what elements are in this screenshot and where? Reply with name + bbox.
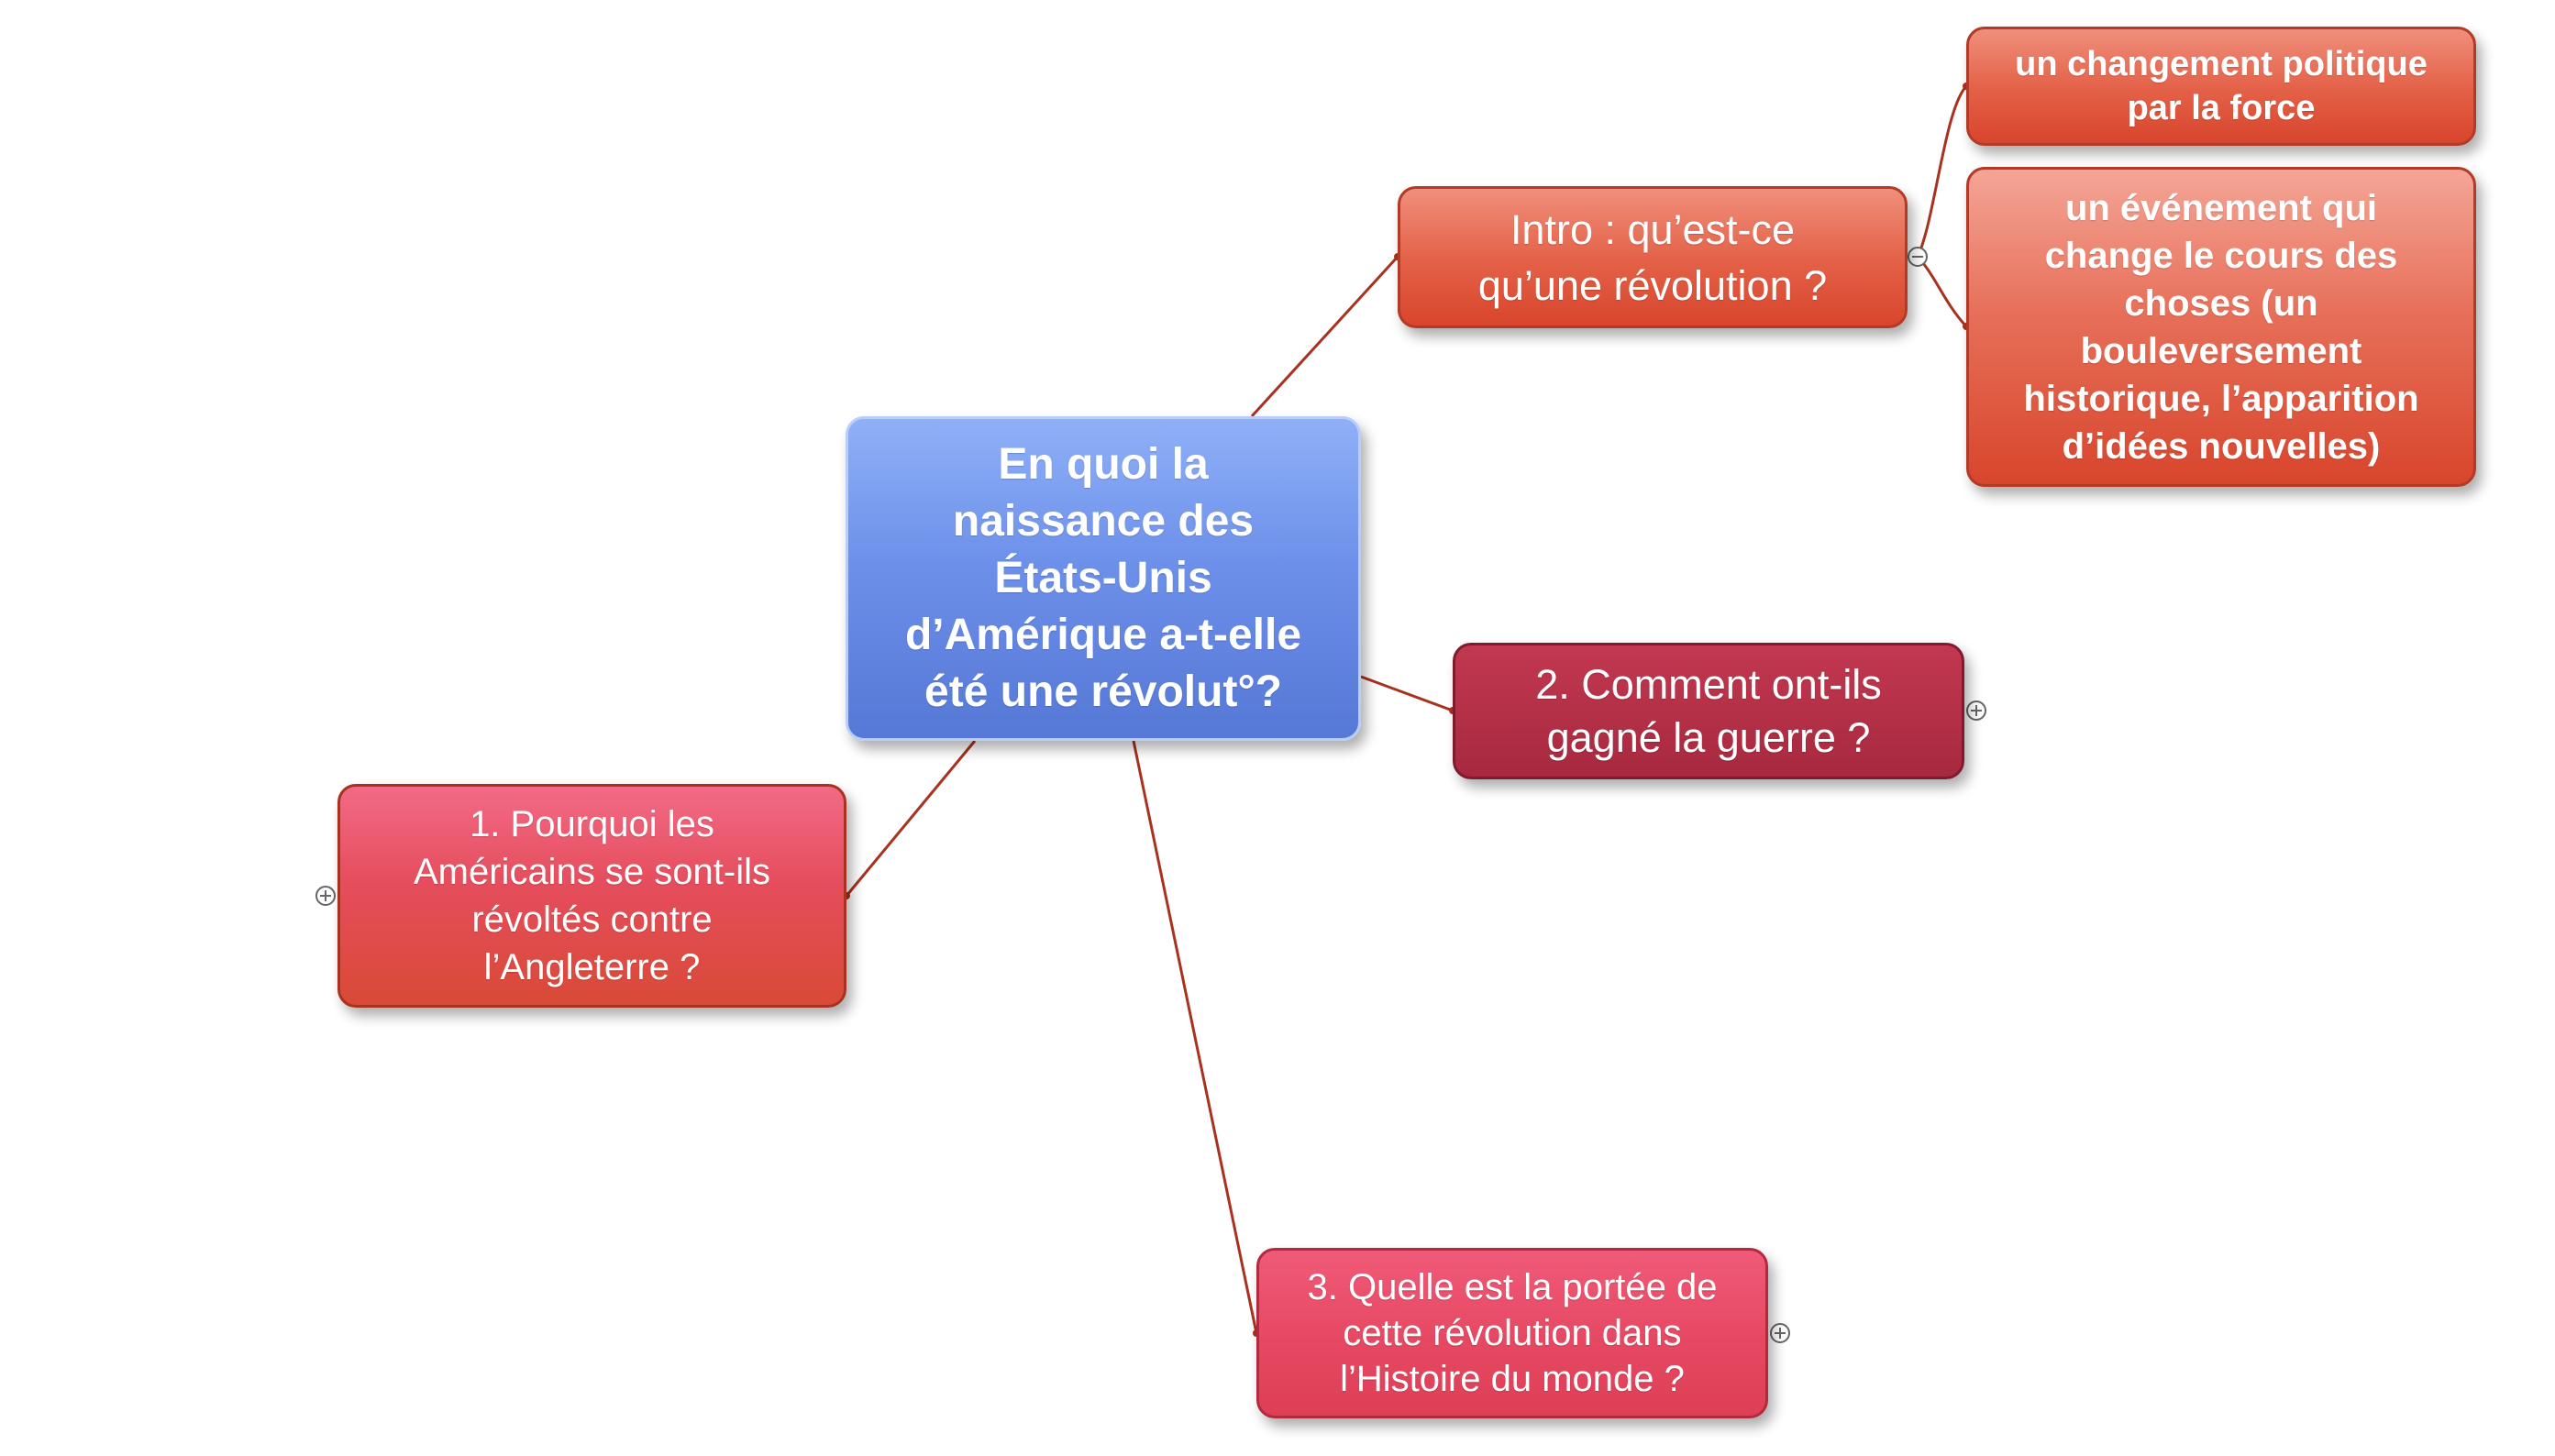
definition-2-text: un événement qui change le cours des cho…: [2023, 187, 2419, 467]
definition-2-node[interactable]: un événement qui change le cours des cho…: [1966, 167, 2476, 487]
connector-central-part-3: [1132, 740, 1258, 1334]
connector-central-part-2: [1360, 675, 1454, 712]
definition-1-text: un changement politique par la force: [2015, 45, 2428, 127]
part-3-node[interactable]: 3. Quelle est la portée de cette révolut…: [1256, 1248, 1768, 1418]
central-topic-text: En quoi la naissance des États-Unis d’Am…: [904, 440, 1302, 716]
central-topic-node[interactable]: En quoi la naissance des États-Unis d’Am…: [846, 416, 1361, 741]
intro-text: Intro : qu’est-ce qu’une révolution ?: [1477, 205, 1828, 309]
intro-node[interactable]: Intro : qu’est-ce qu’une révolution ?: [1398, 186, 1908, 328]
part-3-text: 3. Quelle est la portée de cette révolut…: [1307, 1267, 1718, 1399]
connector-intro-definition-2: [1916, 255, 1968, 328]
plus-circle-icon[interactable]: [1966, 700, 1986, 721]
connector-central-intro: [1250, 255, 1399, 418]
minus-circle-icon[interactable]: [1908, 247, 1928, 267]
connector-central-part-1: [845, 740, 977, 897]
definition-1-node[interactable]: un changement politique par la force: [1966, 27, 2476, 146]
part-2-text: 2. Comment ont-ils gagné la guerre ?: [1535, 660, 1882, 761]
plus-circle-icon[interactable]: [315, 886, 336, 906]
part-1-node[interactable]: 1. Pourquoi les Américains se sont-ils r…: [337, 784, 846, 1008]
plus-circle-icon[interactable]: [1770, 1323, 1790, 1343]
connector-intro-definition-1: [1916, 84, 1968, 258]
part-2-node[interactable]: 2. Comment ont-ils gagné la guerre ?: [1453, 643, 1964, 779]
part-1-text: 1. Pourquoi les Américains se sont-ils r…: [413, 804, 770, 987]
